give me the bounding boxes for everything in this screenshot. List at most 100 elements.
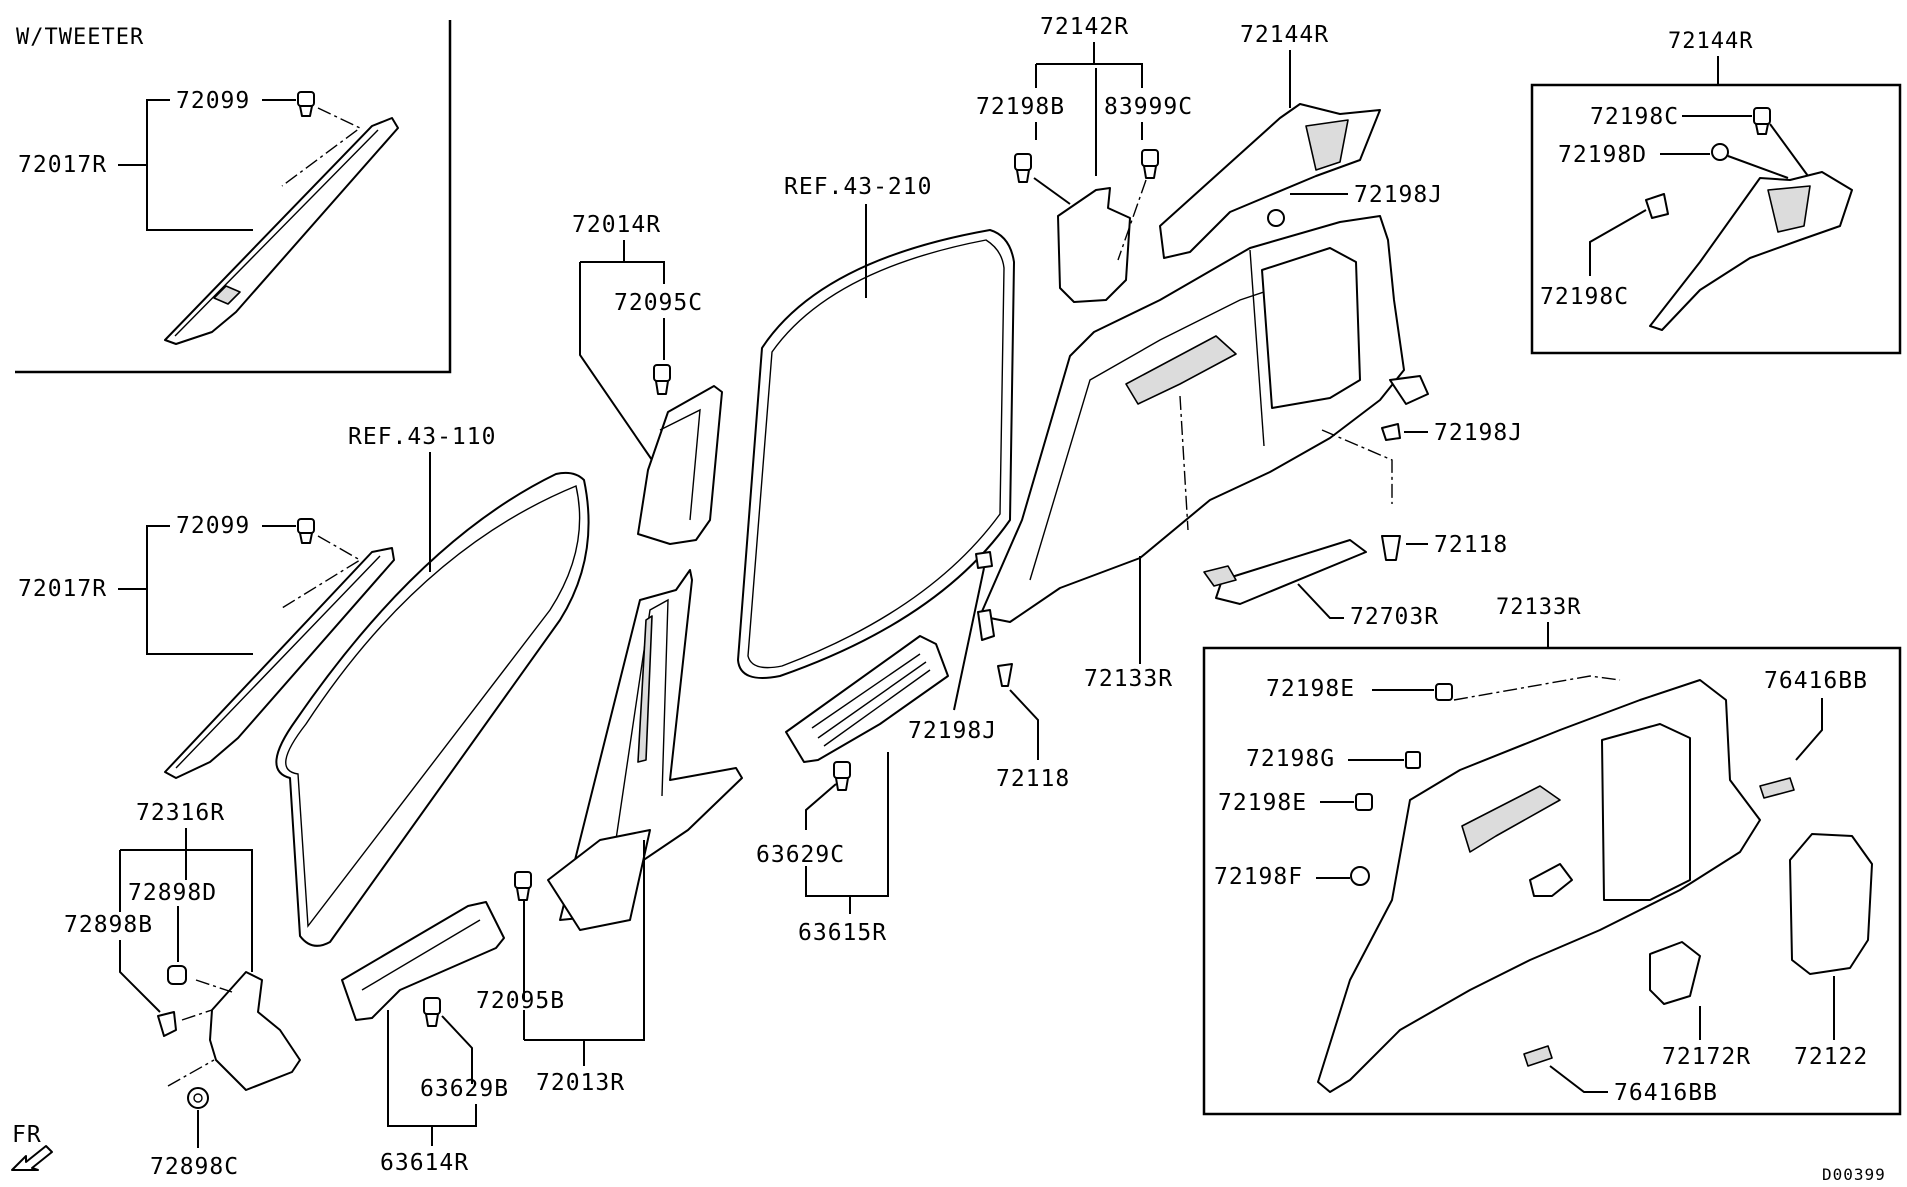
cargo-light-cover	[1215, 539, 1367, 605]
label-72118-left: 72118	[996, 766, 1070, 792]
a-pillar-group: 72099 72017R	[18, 513, 395, 779]
diagram-code: D00399	[1822, 1165, 1886, 1184]
clip-72118-left	[997, 663, 1013, 687]
bracket-72142R: 72142R 72198B 83999C	[976, 14, 1193, 303]
label-72099: 72099	[176, 513, 250, 539]
label-72198C-top: 72198C	[1590, 104, 1679, 130]
inset-72133R-border	[1202, 646, 1902, 1116]
label-72017R-tweeter: 72017R	[18, 152, 107, 178]
inset-window-opening	[1601, 723, 1691, 901]
clip-83999C	[1141, 149, 1159, 179]
clip-72198J-top	[1267, 209, 1285, 227]
label-72198G: 72198G	[1246, 746, 1335, 772]
label-72013R: 72013R	[536, 1070, 625, 1096]
quarter-trim-main: 72133R 72703R 72198J 72118 72198J 72118	[908, 215, 1523, 792]
label-76416BB-top: 76416BB	[1764, 668, 1868, 694]
b-pillar-foot	[547, 829, 651, 931]
front-door-weatherstrip: REF.43-110	[275, 424, 590, 947]
label-72198J-left: 72198J	[908, 718, 997, 744]
label-72014R: 72014R	[572, 212, 661, 238]
front-scuff-plate: 63629B 63614R	[341, 901, 509, 1176]
clip-72198C-bottom	[1645, 193, 1669, 219]
clip-63629B	[423, 997, 441, 1027]
bracket-body	[209, 971, 301, 1091]
rear-door-weatherstrip: REF.43-210	[737, 174, 1015, 679]
cover-72122	[1789, 833, 1873, 975]
label-72198C-bottom: 72198C	[1540, 284, 1629, 310]
tweeter-inset-border	[15, 20, 452, 374]
inset-72133R-title: 72133R	[1496, 595, 1581, 620]
front-direction-indicator: FR	[11, 1122, 53, 1171]
label-72144R-main: 72144R	[1240, 22, 1329, 48]
clip-63629C	[833, 761, 851, 791]
label-83999C: 83999C	[1104, 94, 1193, 120]
inset-72144R-trim	[1649, 171, 1853, 331]
clip-72099	[297, 518, 315, 544]
label-72898D: 72898D	[128, 880, 217, 906]
inset-72144R-border	[1530, 83, 1902, 355]
cover-72172R	[1649, 941, 1701, 1005]
inset-72133R: 72133R 72198E 72198G 72198E 72198F 76416…	[1202, 595, 1902, 1116]
label-72198D: 72198D	[1558, 142, 1647, 168]
label-72198E-top: 72198E	[1266, 676, 1355, 702]
clip-72095B	[514, 871, 532, 901]
label-72099-tweeter: 72099	[176, 88, 250, 114]
label-ref-43-210: REF.43-210	[784, 174, 932, 200]
label-72172R: 72172R	[1662, 1044, 1751, 1070]
b-pillar-upper-trim	[637, 385, 723, 545]
b-pillar-upper: 72014R 72095C	[572, 212, 723, 545]
label-72898C: 72898C	[150, 1154, 239, 1180]
label-72142R: 72142R	[1040, 14, 1129, 40]
label-72198B: 72198B	[976, 94, 1065, 120]
label-72095C: 72095C	[614, 290, 703, 316]
clip-72898D	[167, 965, 187, 985]
label-72198J-top: 72198J	[1354, 182, 1443, 208]
tweeter-inset: W/TWEETER 72099 72017R	[15, 20, 452, 374]
label-72703R: 72703R	[1350, 604, 1439, 630]
b-pillar-lower: 72095B 72013R	[476, 569, 743, 1096]
bracket-72316R: 72316R 72898D 72898B 72898C	[64, 800, 301, 1180]
label-72198F: 72198F	[1214, 864, 1303, 890]
label-fr: FR	[12, 1122, 42, 1148]
rear-scuff-plate-body	[785, 635, 949, 763]
clip-72198E-mid	[1355, 793, 1373, 811]
label-72198E-mid: 72198E	[1218, 790, 1307, 816]
inset-72144R: 72144R 72198C 72198D 72198C	[1530, 29, 1902, 355]
bracket-72142R-body	[1057, 187, 1131, 303]
clip-72198J-right	[1381, 423, 1401, 441]
inset-72144R-title: 72144R	[1668, 29, 1753, 54]
label-63615R: 63615R	[798, 920, 887, 946]
clip-72198G	[1405, 751, 1421, 769]
tweeter-grille	[213, 285, 241, 305]
label-72198J-right: 72198J	[1434, 420, 1523, 446]
label-63629C: 63629C	[756, 842, 845, 868]
label-63614R: 63614R	[380, 1150, 469, 1176]
clip-72198B	[1014, 153, 1032, 183]
upper-quarter-trim: 72144R 72198J	[1159, 22, 1443, 259]
label-63629B: 63629B	[420, 1076, 509, 1102]
label-72118-right: 72118	[1434, 532, 1508, 558]
label-72898B: 72898B	[64, 912, 153, 938]
rear-scuff-plate: 63629C 63615R	[756, 635, 949, 946]
label-72095B: 72095B	[476, 988, 565, 1014]
clip-72198E-top	[1435, 683, 1453, 701]
label-76416BB-bottom: 76416BB	[1614, 1080, 1718, 1106]
fr-arrow-icon	[11, 1145, 53, 1171]
clip-72198F	[1350, 866, 1370, 886]
tweeter-inset-title: W/TWEETER	[16, 25, 144, 50]
clip-72118-right	[1381, 535, 1401, 561]
clip-72198C-top	[1753, 107, 1771, 135]
label-72122: 72122	[1794, 1044, 1868, 1070]
tweeter-clip-72099	[297, 91, 315, 117]
quarter-window-opening	[1261, 247, 1361, 409]
label-ref-43-110: REF.43-110	[348, 424, 496, 450]
front-scuff-plate-body	[341, 901, 505, 1021]
label-72133R-main: 72133R	[1084, 666, 1173, 692]
label-72017R: 72017R	[18, 576, 107, 602]
clip-72898C	[187, 1087, 209, 1109]
clip-72198J-left	[975, 551, 995, 641]
clip-72198D	[1711, 143, 1729, 161]
label-72316R: 72316R	[136, 800, 225, 826]
clip-72898B	[157, 1011, 177, 1037]
